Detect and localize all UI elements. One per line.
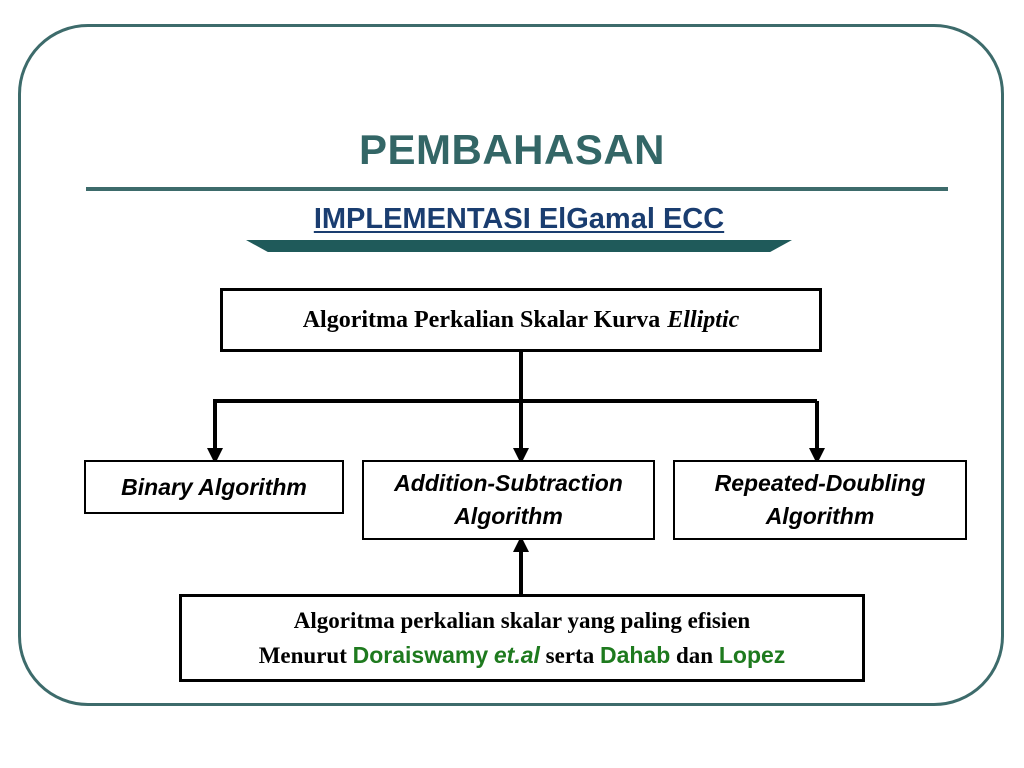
slide-frame: [18, 24, 1004, 706]
scalar-multiplication-label: Algoritma Perkalian Skalar Kurva: [302, 306, 661, 333]
addsub-label-line2: Algorithm: [454, 503, 563, 529]
slide-title: PEMBAHASAN: [358, 126, 665, 173]
author-lopez: Lopez: [718, 641, 786, 668]
elliptic-label: Elliptic: [667, 306, 740, 333]
dan-label: dan: [676, 642, 714, 668]
binary-algorithm-label: Binary Algorithm: [121, 473, 307, 500]
author-etal: et.al: [493, 641, 540, 668]
note-line1: Algoritma perkalian skalar yang paling e…: [293, 607, 751, 633]
author-dahab: Dahab: [599, 641, 671, 668]
slide-subtitle: IMPLEMENTASI ElGamal ECC: [313, 203, 725, 235]
repeated-doubling-box: Repeated-Doubling Algorithm: [673, 460, 967, 540]
subtitle-underbar: [246, 240, 792, 252]
most-efficient-note-box: Algoritma perkalian skalar yang paling e…: [179, 594, 865, 682]
binary-algorithm-box: Binary Algorithm: [84, 460, 344, 514]
serta-label: serta: [545, 642, 595, 668]
repeated-label-line1: Repeated-Doubling: [714, 470, 926, 496]
title-divider: [86, 187, 948, 191]
addition-subtraction-box: Addition-Subtraction Algorithm: [362, 460, 655, 540]
author-doraiswamy: Doraiswamy: [352, 641, 489, 668]
addsub-label-line1: Addition-Subtraction: [394, 470, 623, 496]
note-line2: Menurut Doraiswamy et.al serta Dahab dan…: [259, 638, 786, 673]
menurut-label: Menurut: [258, 642, 347, 668]
repeated-label-line2: Algorithm: [765, 503, 875, 529]
